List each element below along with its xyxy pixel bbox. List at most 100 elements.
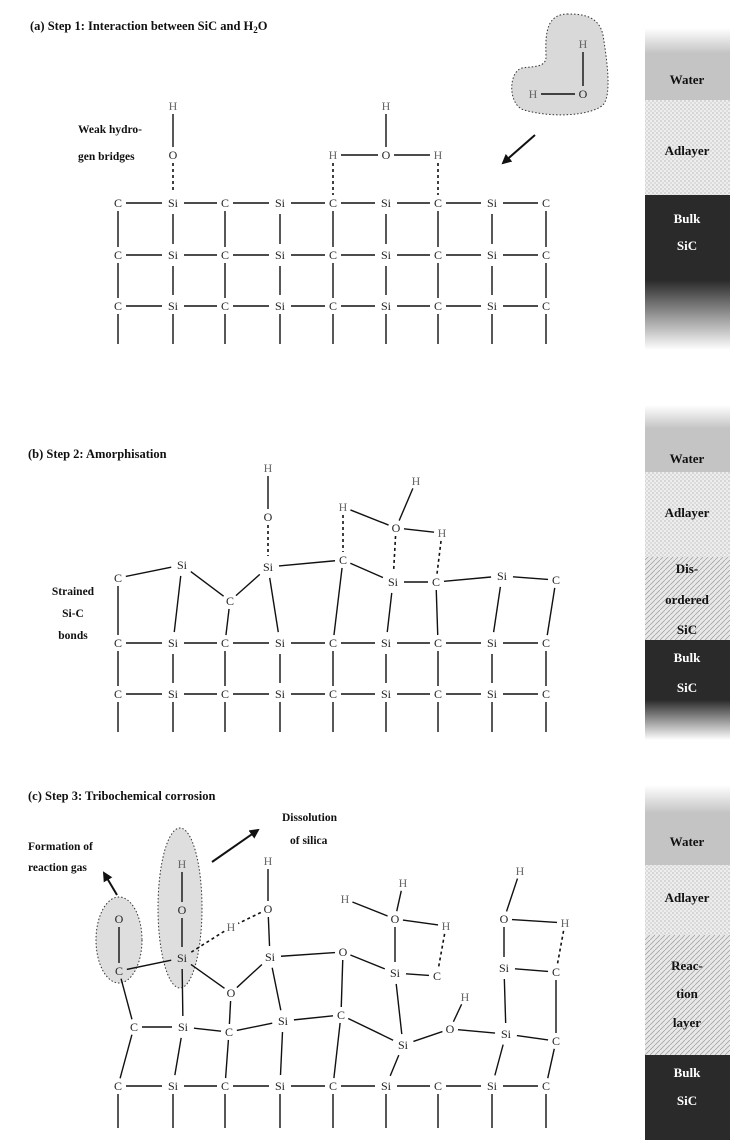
annotation-gas-2: reaction gas <box>28 862 87 874</box>
si-atom-100: Si <box>390 966 401 980</box>
h-atom-34: H <box>579 37 588 51</box>
water-molecule-bubble <box>511 13 609 116</box>
bond-147 <box>224 1039 230 1079</box>
layer-column-b: Water Adlayer Dis- ordered SiC Bulk SiC <box>645 405 730 740</box>
o-atom-94: O <box>227 986 236 1000</box>
c-atom-25: C <box>434 299 442 313</box>
bond-142 <box>413 1030 443 1043</box>
c-atom-18: C <box>542 248 550 262</box>
o-atom-102: O <box>391 912 400 926</box>
si-atom-4: Si <box>275 196 286 210</box>
layer-label-reac-c: Reac- <box>671 958 703 973</box>
annotation-gas-1: Formation of <box>28 841 93 853</box>
bond-106 <box>269 577 279 633</box>
bond-151 <box>494 1044 504 1076</box>
o-atom-28: O <box>169 148 178 162</box>
reaction-gas-arrow <box>102 871 118 896</box>
o-atom-30: O <box>382 148 391 162</box>
o-atom-97: O <box>264 902 273 916</box>
bond-109 <box>435 589 439 636</box>
bond-158 <box>190 963 225 989</box>
h-atom-64: H <box>264 461 273 475</box>
c-atom-16: C <box>434 248 442 262</box>
layer-column-c: Water Adlayer Reac- tion layer Bulk SiC <box>645 785 730 1140</box>
si-atom-82: Si <box>278 1014 289 1028</box>
c-atom-72: C <box>221 1079 229 1093</box>
bond-168 <box>280 951 336 957</box>
bulk-layer-c <box>645 1055 730 1140</box>
si-atom-8: Si <box>487 196 498 210</box>
h-atom-95: H <box>227 920 236 934</box>
si-atom-6: Si <box>381 196 392 210</box>
c-atom-59: C <box>339 553 347 567</box>
layer-label-sic-a: SiC <box>677 238 697 253</box>
h-atom-32: H <box>329 148 338 162</box>
h-atom-31: H <box>382 99 391 113</box>
reaction-layer-c <box>645 935 730 1055</box>
si-atom-71: Si <box>168 1079 179 1093</box>
h-atom-98: H <box>264 854 273 868</box>
c-atom-70: C <box>114 1079 122 1093</box>
layer-column-a: Water Adlayer Bulk SiC <box>645 28 730 350</box>
bond-105 <box>225 608 230 636</box>
bond-lines <box>117 52 584 1128</box>
annotation-weak-hydrogen-2: gen bridges <box>78 151 135 163</box>
bond-146 <box>174 1037 182 1076</box>
c-atom-63: C <box>552 573 560 587</box>
bond-153 <box>452 1003 463 1023</box>
bond-98 <box>278 560 336 567</box>
hydrogen-bridge-177 <box>437 933 446 969</box>
si-atom-86: Si <box>501 1027 512 1041</box>
si-atom-40: Si <box>275 636 286 650</box>
bond-139 <box>236 1022 273 1032</box>
c-atom-5: C <box>329 196 337 210</box>
si-atom-47: Si <box>168 687 179 701</box>
hydrogen-bridge-118 <box>392 535 397 572</box>
bond-157 <box>126 959 172 971</box>
c-atom-46: C <box>114 687 122 701</box>
h-atom-29: H <box>169 99 178 113</box>
annotation-strained-1: Strained <box>52 586 95 598</box>
c-atom-78: C <box>542 1079 550 1093</box>
bond-169 <box>340 959 344 1008</box>
h-atom-105: H <box>442 919 451 933</box>
si-atom-62: Si <box>497 569 508 583</box>
annotation-strained-2: Si-C <box>62 608 84 620</box>
annotation-silica-2: of silica <box>290 835 328 847</box>
adlayer-b <box>645 472 730 557</box>
c-atom-1: C <box>114 196 122 210</box>
bond-152 <box>547 1048 555 1079</box>
bond-104 <box>173 575 182 633</box>
panel-a-title: (a) Step 1: Interaction between SiC and … <box>30 19 268 35</box>
c-atom-19: C <box>114 299 122 313</box>
layer-label-adlayer-c: Adlayer <box>665 890 710 905</box>
si-atom-42: Si <box>381 636 392 650</box>
hydrogen-bridge-162 <box>190 930 225 953</box>
bond-141 <box>347 1017 394 1041</box>
si-atom-73: Si <box>275 1079 286 1093</box>
water-layer-c <box>645 785 730 865</box>
bond-174 <box>396 890 402 912</box>
bond-166 <box>267 916 271 947</box>
c-atom-21: C <box>221 299 229 313</box>
h-atom-33: H <box>434 148 443 162</box>
c-atom-37: C <box>114 636 122 650</box>
bond-116 <box>403 528 435 533</box>
disordered-layer-b <box>645 557 730 640</box>
layer-label-bulk-b: Bulk <box>674 650 702 665</box>
bond-144 <box>516 1034 549 1041</box>
si-atom-75: Si <box>381 1079 392 1093</box>
bond-175 <box>402 919 439 926</box>
layer-label-sic-c: SiC <box>677 1093 697 1108</box>
si-atom-20: Si <box>168 299 179 313</box>
si-atom-2: Si <box>168 196 179 210</box>
bond-96 <box>190 571 225 597</box>
bond-178 <box>514 968 549 973</box>
c-atom-107: C <box>552 965 560 979</box>
bond-95 <box>125 566 172 578</box>
bond-170 <box>350 954 386 970</box>
c-atom-23: C <box>329 299 337 313</box>
c-atom-101: C <box>433 969 441 983</box>
layer-label-ordered-b: ordered <box>665 592 710 607</box>
o-atom-99: O <box>339 945 348 959</box>
